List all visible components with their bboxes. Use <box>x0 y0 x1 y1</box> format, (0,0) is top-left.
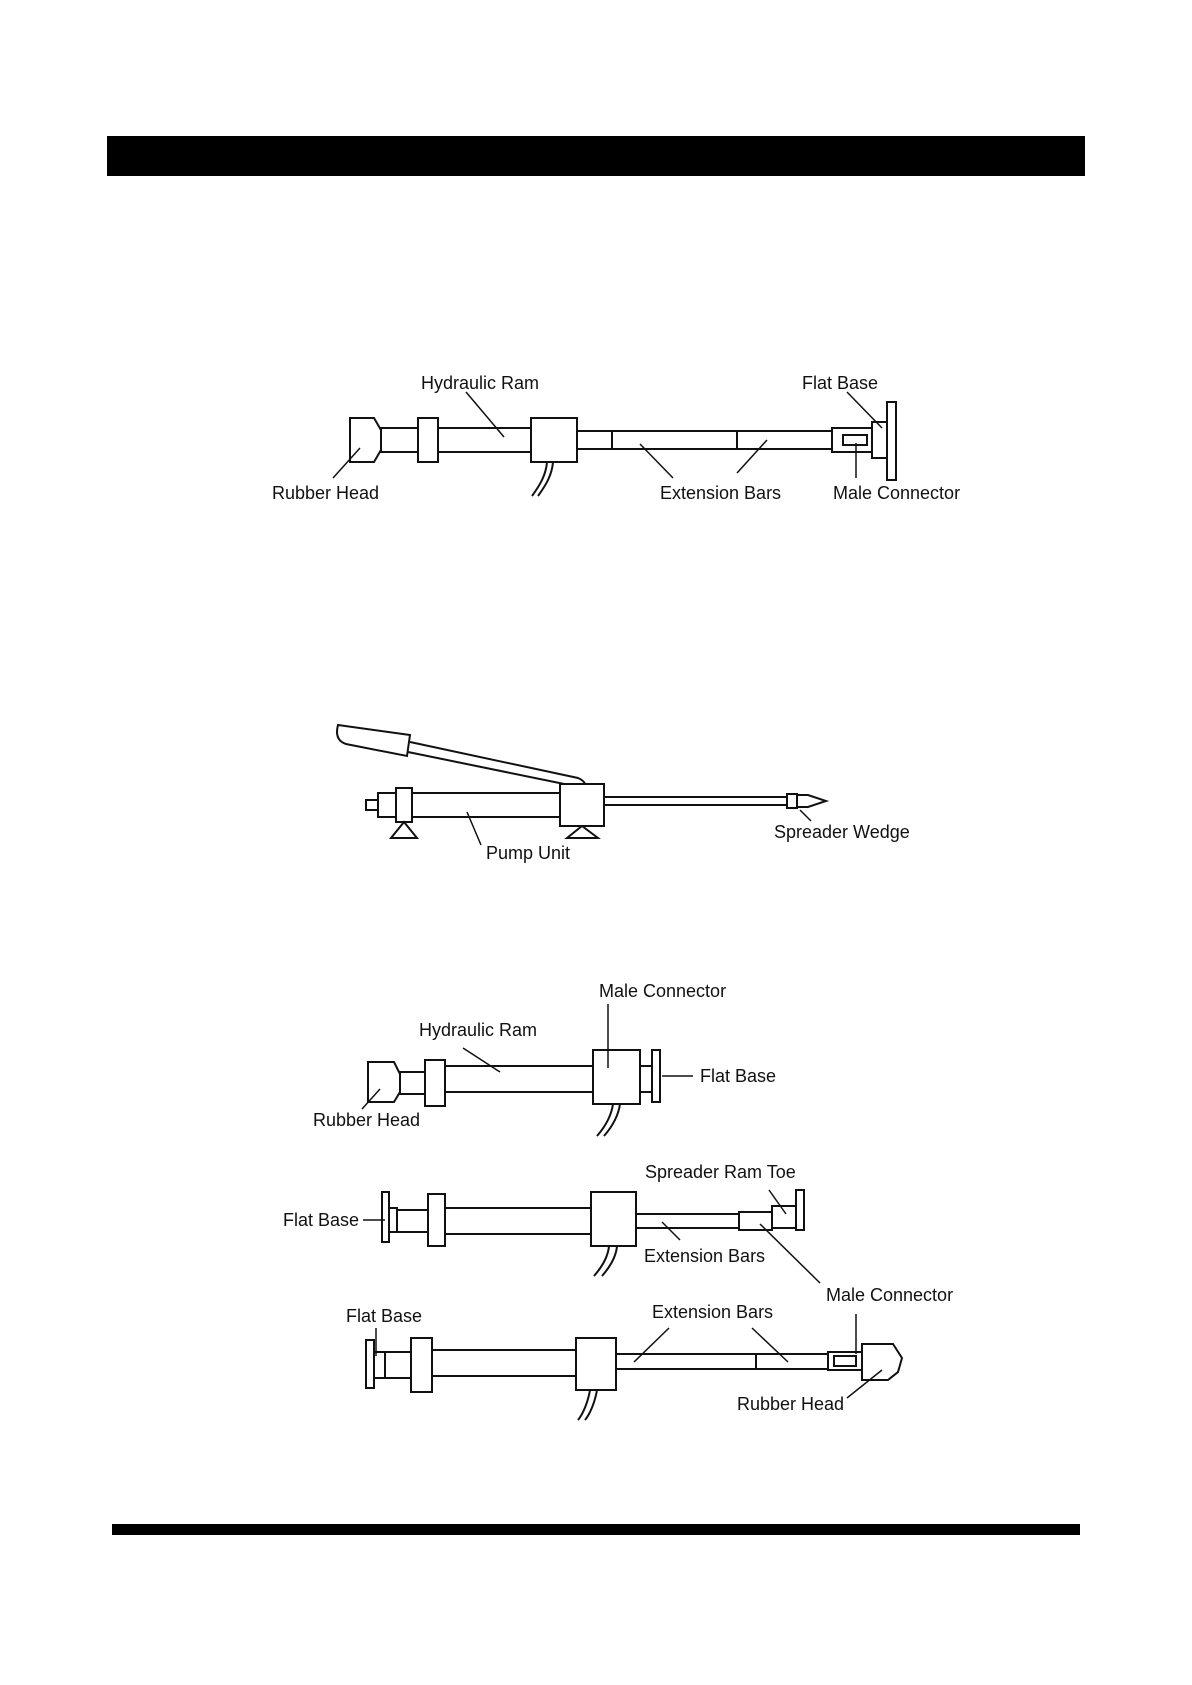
extension-bar-3 <box>737 431 832 449</box>
label-male-connector: Male Connector <box>826 1285 953 1305</box>
flat-base-plate <box>382 1192 389 1242</box>
ram-collar <box>428 1194 445 1246</box>
flat-base-neck <box>389 1208 397 1232</box>
flat-base-plate <box>652 1050 660 1102</box>
label-rubber-head: Rubber Head <box>272 483 379 503</box>
male-connector-block <box>593 1050 640 1104</box>
ram-end-block <box>576 1338 616 1390</box>
label-flat-base: Flat Base <box>802 373 878 393</box>
label-rubber-head: Rubber Head <box>737 1394 844 1414</box>
leader-male-connector <box>760 1224 820 1283</box>
diagram-1-ram-with-extensions: Hydraulic Ram Flat Base Rubber Head Exte… <box>272 373 960 503</box>
label-extension-bars: Extension Bars <box>644 1246 765 1266</box>
leader-flat-base <box>847 392 882 428</box>
spreader-ram-toe-plate <box>796 1190 804 1230</box>
spreader-ram-toe-block <box>772 1206 796 1228</box>
ram-body <box>432 1350 576 1376</box>
toe-neck <box>739 1212 772 1230</box>
label-flat-base: Flat Base <box>700 1066 776 1086</box>
ram-body <box>445 1066 593 1092</box>
label-extension-bars: Extension Bars <box>660 483 781 503</box>
ram-neck <box>397 1210 428 1232</box>
label-male-connector: Male Connector <box>599 981 726 1001</box>
diagram-4-spreader-ram-toe: Spreader Ram Toe Flat Base Extension Bar… <box>283 1162 953 1305</box>
pump-foot-right <box>567 826 598 838</box>
rubber-head-shape <box>862 1344 902 1380</box>
ram-hose <box>594 1246 617 1276</box>
ram-body <box>381 428 531 452</box>
label-spreader-wedge: Spreader Wedge <box>774 822 910 842</box>
spreader-wedge-tip <box>797 795 826 807</box>
pump-valve-block <box>560 784 604 826</box>
label-flat-base: Flat Base <box>283 1210 359 1230</box>
label-hydraulic-ram: Hydraulic Ram <box>421 373 539 393</box>
label-hydraulic-ram: Hydraulic Ram <box>419 1020 537 1040</box>
diagram-3-ram-flat-base: Male Connector Hydraulic Ram Flat Base R… <box>313 981 776 1136</box>
ram-neck <box>385 1352 411 1378</box>
label-spreader-ram-toe: Spreader Ram Toe <box>645 1162 796 1182</box>
extension-bar-2 <box>612 431 737 449</box>
ram-collar <box>418 418 438 462</box>
ram-hose <box>597 1104 620 1136</box>
male-connector-slot <box>834 1356 856 1366</box>
spreader-hose <box>604 797 787 805</box>
label-extension-bars: Extension Bars <box>652 1302 773 1322</box>
ram-collar <box>425 1060 445 1106</box>
male-connector-slot <box>843 435 867 445</box>
pump-collar <box>396 788 412 822</box>
rubber-head-shape <box>350 418 381 462</box>
flat-base-plate <box>887 402 896 480</box>
pump-foot-left <box>391 822 417 838</box>
ram-hose <box>578 1390 597 1420</box>
ram-end-block <box>591 1192 636 1246</box>
ram-body <box>445 1208 591 1234</box>
ram-neck <box>400 1072 425 1094</box>
extension-bar <box>636 1214 739 1228</box>
ram-end-block <box>531 418 577 462</box>
extension-bar-1 <box>577 431 612 449</box>
flat-base-neck <box>640 1066 652 1092</box>
extension-bar-2 <box>756 1354 828 1369</box>
flat-base-plate <box>366 1340 374 1388</box>
label-rubber-head: Rubber Head <box>313 1110 420 1130</box>
label-male-connector: Male Connector <box>833 483 960 503</box>
diagram-2-pump-and-spreader: Spreader Wedge Pump Unit <box>337 725 910 863</box>
ram-collar <box>411 1338 432 1392</box>
pump-nozzle <box>366 800 378 810</box>
leader-spreader-wedge <box>800 810 811 821</box>
diagram-5-ram-with-rubber-head: Flat Base Extension Bars Rubber Head <box>346 1302 902 1420</box>
flat-base-neck <box>872 422 887 458</box>
extension-bar-1 <box>616 1354 756 1369</box>
spreader-coupler <box>787 794 797 808</box>
pump-end-cap <box>378 793 396 817</box>
pump-handle-grip <box>337 725 410 756</box>
label-pump-unit: Pump Unit <box>486 843 570 863</box>
pump-cylinder <box>412 793 560 817</box>
ram-hose <box>532 462 553 496</box>
label-flat-base: Flat Base <box>346 1306 422 1326</box>
